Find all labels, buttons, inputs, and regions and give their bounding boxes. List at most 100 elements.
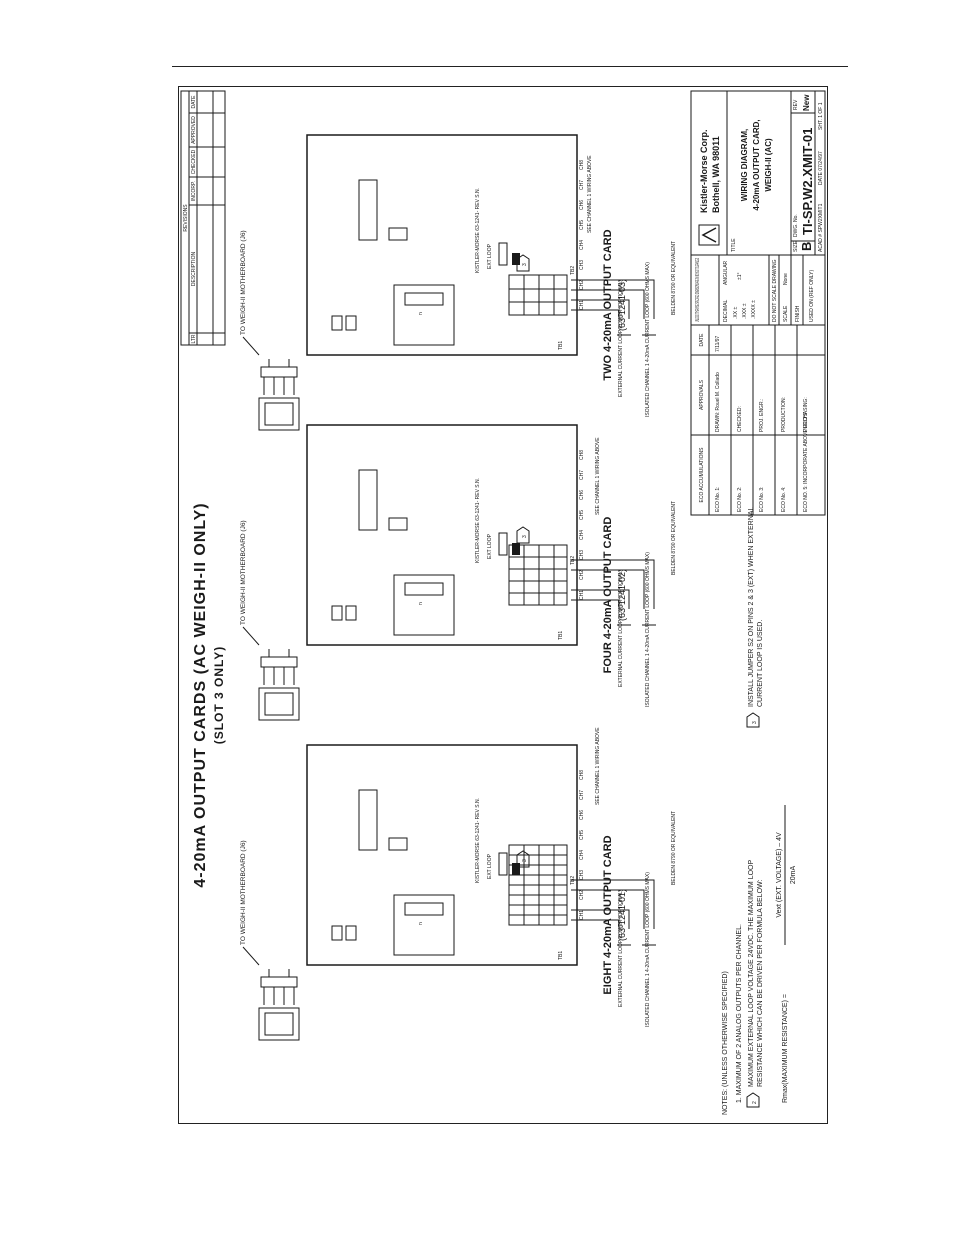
size-label: SIZE <box>793 240 799 252</box>
card-two-board <box>306 134 578 356</box>
acad-number: ACAD # SPW2XMIT1 <box>818 203 824 252</box>
company-name: Kistler-Morse Corp. <box>699 129 709 213</box>
rev-col-approved: APPROVED <box>191 116 197 144</box>
ch-label: CH1 <box>579 910 585 920</box>
approvals-heading: APPROVALS <box>699 379 705 410</box>
card-two-ext-loop: EXT LOOP <box>487 243 493 269</box>
ch-label: CH8 <box>579 770 585 780</box>
ribbon-connector <box>258 359 300 431</box>
card-four-board-label: KISTLER-MORSE 63-1241- REV S.N. <box>475 478 481 563</box>
rev-col-ltr: LTR <box>191 334 197 343</box>
card-eight-ext-power: EXTERNAL CURRENT LOOP POWER (OPTIONAL) <box>618 889 624 1007</box>
title-label: TITLE <box>731 238 737 252</box>
card-four-isolated: ISOLATED CHANNEL 1 4-20mA CURRENT LOOP (… <box>645 552 651 707</box>
card-eight-name: EIGHT 4-20mA OUTPUT CARD <box>602 835 614 994</box>
drawn-date: 7/11/97 <box>715 335 721 352</box>
note-2b: RESISTANCE WHICH CAN BE DRIVEN PER FORMU… <box>757 880 764 1087</box>
date-heading: DATE <box>699 333 705 347</box>
eco-row-1: ECO No. 1: <box>715 486 721 512</box>
card-four-name: FOUR 4-20mA OUTPUT CARD <box>602 517 614 674</box>
card-four-channels: CH1 CH2 CH3 CH4 CH5 CH6 CH7 CH8 <box>579 450 585 600</box>
card-four-cable: BELDEN 8790 OR EQUIVALENT <box>671 501 677 575</box>
notes-heading: NOTES: (UNLESS OTHERWISE SPECIFIED) <box>722 971 729 1115</box>
tol-xx: .XX ± <box>733 307 739 319</box>
notes-block: NOTES: (UNLESS OTHERWISE SPECIFIED) 1. M… <box>722 507 797 1115</box>
rev-col-description: DESCRIPTION <box>191 252 197 287</box>
sheet-number: SHT. 1 OF 1 <box>818 102 824 130</box>
note-3a: INSTALL JUMPER S2 ON PINS 2 & 3 (EXT) WH… <box>748 507 755 707</box>
finish-label: FINISH <box>795 305 801 322</box>
card-two-cable: BELDEN 8790 OR EQUIVALENT <box>671 241 677 315</box>
card-eight-cable: BELDEN 8790 OR EQUIVALENT <box>671 811 677 885</box>
svg-text:n: n <box>418 922 424 925</box>
card-two-part-number: (63-1241-03) <box>617 279 627 331</box>
svg-text:n: n <box>418 602 424 605</box>
do-not-scale: DO NOT SCALE DRAWING <box>772 259 778 322</box>
card-eight-motherboard-label: TO WEIGH-II MOTHERBOARD (J6) <box>240 840 247 945</box>
title-line-3: WEIGH-II (AC) <box>764 138 773 192</box>
ch-label: CH5 <box>579 830 585 840</box>
title-line-1: WIRING DIAGRAM, <box>740 129 749 201</box>
formula-denominator: 20mA <box>790 866 797 885</box>
card-eight-board <box>306 744 578 966</box>
card-eight-chip <box>393 894 455 956</box>
card-two-tb2: TB2 <box>570 266 576 275</box>
card-four-part-number: (63-1241-02) <box>617 569 627 621</box>
ch-label: CH3 <box>579 550 585 560</box>
ch-label: CH1 <box>579 590 585 600</box>
card-two: TO WEIGH-II MOTHERBOARD (J6) n KISTLER-M… <box>240 134 677 431</box>
ch-label: CH5 <box>579 510 585 520</box>
card-four-ext-power: EXTERNAL CURRENT LOOP POWER (OPTIONAL) <box>618 569 624 687</box>
approval-drawn: DRAWN: Rouel M. Collado <box>715 372 721 432</box>
card-eight-wiring-note: SEE CHANNEL 1 WIRING ABOVE <box>595 727 601 805</box>
card-eight-tb1: TB1 <box>558 951 564 960</box>
ch-label: CH3 <box>579 260 585 270</box>
rev-value: New <box>802 94 811 111</box>
ch-label: CH8 <box>579 450 585 460</box>
drawing-subtitle: (SLOT 3 ONLY) <box>212 646 226 745</box>
ch-label: CH1 <box>579 300 585 310</box>
ch-label: CH2 <box>579 570 585 580</box>
approval-purchasing: PURCHASING: <box>803 397 809 432</box>
card-two-name: TWO 4-20mA OUTPUT CARD <box>602 229 614 380</box>
dwg-label: DWG. No. <box>793 214 799 237</box>
svg-text:n: n <box>418 312 424 315</box>
card-two-board-label: KISTLER-MORSE 63-1241- REV S.N. <box>475 188 481 273</box>
card-two-tb1: TB1 <box>558 341 564 350</box>
card-four-tb1: TB1 <box>558 631 564 640</box>
ch-label: CH8 <box>579 160 585 170</box>
title-block: ECO ACCUMULATIONS ECO No. 1: ECO No. 2: … <box>690 90 826 516</box>
ch-label: CH7 <box>579 180 585 190</box>
card-eight-part-number: (63-1241-01) <box>617 889 627 941</box>
decimal-label: DECIMAL <box>723 300 729 322</box>
rev-col-incorp: INCORP. <box>191 181 197 201</box>
ch-label: CH2 <box>579 280 585 290</box>
card-eight-board-label: KISTLER-MORSE 63-1241- REV S.N. <box>475 798 481 883</box>
ch-label: CH6 <box>579 490 585 500</box>
card-eight: TO WEIGH-II MOTHERBOARD (J6) n KISTLER-M… <box>240 727 677 1041</box>
size-value: B <box>799 242 814 251</box>
ch-label: CH2 <box>579 890 585 900</box>
rotated-drawing: 4-20mA OUTPUT CARDS (AC WEIGH-II ONLY) (… <box>179 87 829 1125</box>
angular-label: ANGULAR <box>723 260 729 285</box>
card-eight-isolated: ISOLATED CHANNEL 1 4-20mA CURRENT LOOP (… <box>645 872 651 1027</box>
formula-lhs: Rmax(MAXIMUM RESISTANCE) = <box>782 994 789 1103</box>
eco-row-5: ECO NO. 5: INCORPORATE ABOVE ECO'S <box>803 412 809 512</box>
card-two-wiring-note: SEE CHANNEL 1 WIRING ABOVE <box>587 155 593 233</box>
approval-proj-engr: PROJ. ENGR.: <box>759 399 765 432</box>
revisions-heading: REVISIONS <box>183 204 189 232</box>
rev-col-date: DATE <box>191 95 197 109</box>
card-four-board <box>306 424 578 646</box>
card-four-chip <box>393 574 455 636</box>
eco-row-2: ECO No. 2: <box>737 486 743 512</box>
card-two-chip <box>393 284 455 346</box>
rev-label: REV <box>793 99 799 110</box>
tol-xxx: .XXX ± <box>742 303 748 319</box>
ch-label: CH6 <box>579 810 585 820</box>
ribbon-connector <box>258 649 300 721</box>
tolerances: UNLESS OTHERWISE SPECIFIED DIMENSIONS AR… <box>695 258 701 322</box>
tol-xxxx: .XXXX ± <box>751 300 757 319</box>
card-eight-ext-loop: EXT LOOP <box>487 853 493 879</box>
title-line-2: 4-20mA OUTPUT CARD, <box>752 119 761 210</box>
note-2a: MAXIMUM EXTERNAL LOOP VOLTAGE 24VDC. THE… <box>748 860 755 1087</box>
